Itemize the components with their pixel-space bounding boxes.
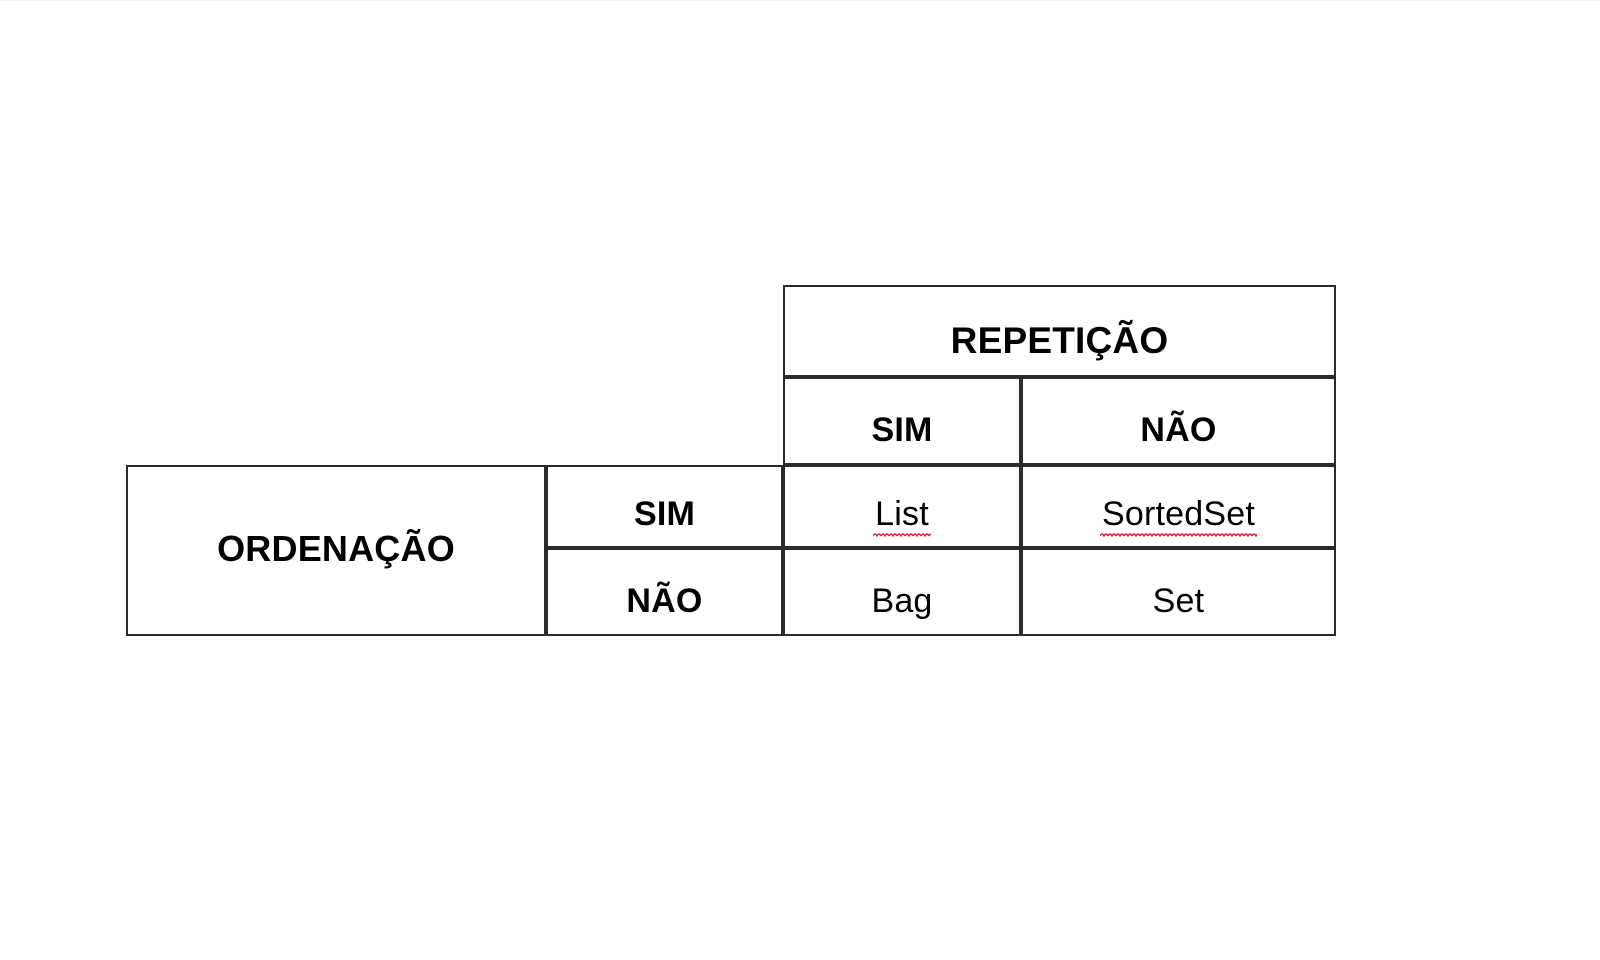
top-edge-seam <box>0 0 1600 1</box>
table-cell-ordenacao-sim-repeticao-sim: List <box>783 465 1021 548</box>
column-header-sim-label: SIM <box>871 411 933 449</box>
row-header-sim: SIM <box>546 465 783 548</box>
row-header-nao: NÃO <box>546 548 783 636</box>
column-dimension-label: REPETIÇÃO <box>950 320 1169 361</box>
table-cell-ordenacao-nao-repeticao-nao: Set <box>1021 548 1336 636</box>
column-dimension-header-repeticao: REPETIÇÃO <box>783 285 1336 377</box>
table-cell-ordenacao-nao-repeticao-sim: Bag <box>783 548 1021 636</box>
row-dimension-header-ordenacao: ORDENAÇÃO <box>126 465 546 636</box>
column-header-nao: NÃO <box>1021 377 1336 465</box>
cell-value-list: List <box>873 497 931 546</box>
column-header-sim: SIM <box>783 377 1021 465</box>
row-header-sim-label: SIM <box>633 495 696 533</box>
table-cell-ordenacao-sim-repeticao-nao: SortedSet <box>1021 465 1336 548</box>
cell-value-sortedset: SortedSet <box>1099 497 1258 546</box>
row-dimension-label: ORDENAÇÃO <box>217 527 455 569</box>
cell-value-bag: Bag <box>871 582 933 620</box>
cell-value-set: Set <box>1152 582 1205 620</box>
column-header-nao-label: NÃO <box>1140 411 1217 449</box>
row-header-nao-label: NÃO <box>626 582 703 620</box>
